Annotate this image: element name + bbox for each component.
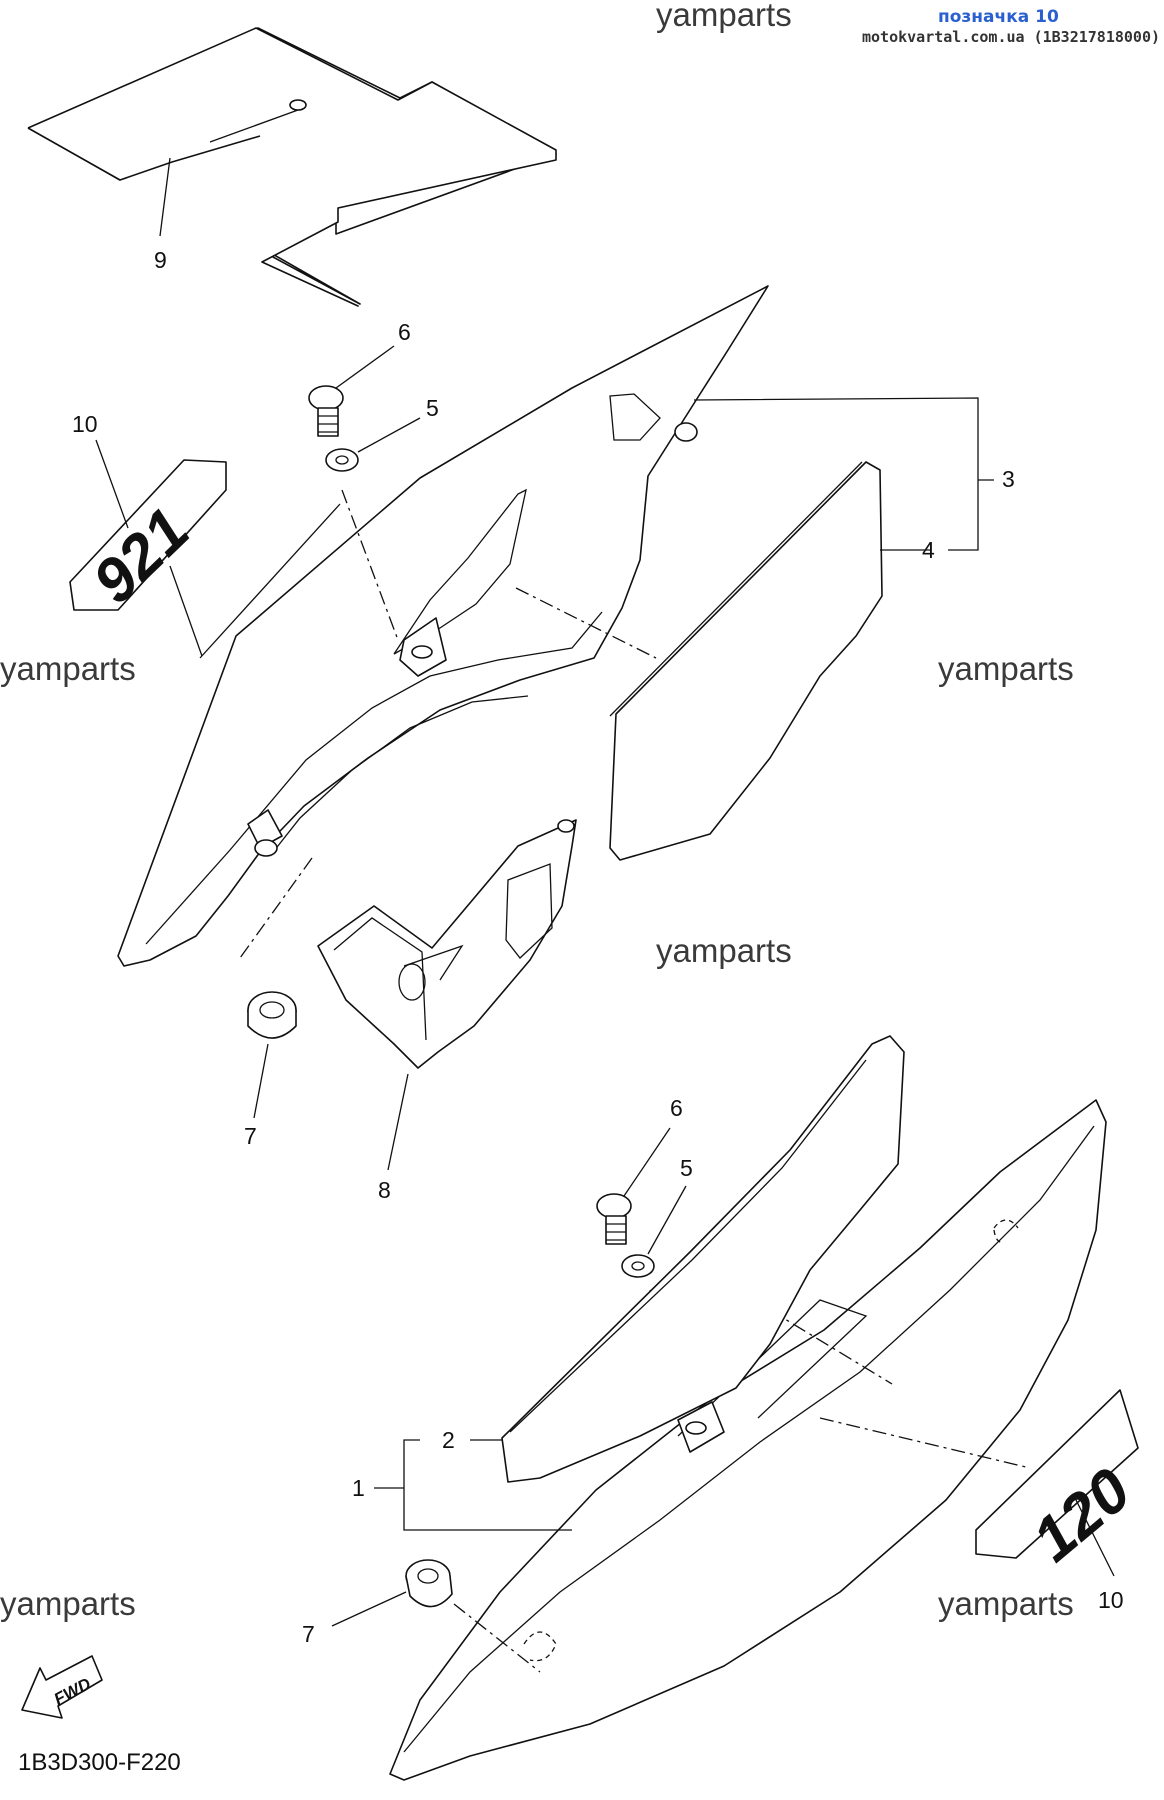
part-9-sheet bbox=[27, 27, 557, 307]
leader-5b bbox=[647, 1185, 687, 1255]
callout-2: 2 bbox=[442, 1427, 455, 1453]
callout-6a: 6 bbox=[398, 319, 411, 345]
leader-7b bbox=[331, 1591, 407, 1627]
callout-10a: 10 bbox=[72, 411, 98, 437]
callout-10b: 10 bbox=[1098, 1587, 1124, 1613]
bracket-3-4 bbox=[693, 397, 994, 551]
leader-8 bbox=[387, 1073, 409, 1171]
fwd-arrow-icon: FWD bbox=[21, 1655, 103, 1719]
part-2-panel bbox=[501, 1035, 905, 1483]
part-6-bolt-upper bbox=[308, 385, 344, 437]
watermark: yamparts bbox=[656, 0, 792, 33]
part-7-grommet-right bbox=[405, 1559, 453, 1608]
callout-8: 8 bbox=[378, 1177, 391, 1203]
leader-6a bbox=[335, 345, 395, 389]
ref-label: позначка 10 bbox=[938, 7, 1059, 27]
callout-5b: 5 bbox=[680, 1155, 693, 1181]
leader-7a bbox=[253, 1043, 269, 1119]
part-5-washer-upper bbox=[325, 448, 359, 472]
part-4-panel bbox=[609, 461, 883, 861]
part-8-bracket bbox=[317, 819, 577, 1069]
leader-10a bbox=[95, 439, 203, 657]
watermark: yamparts bbox=[938, 650, 1074, 687]
watermark: yamparts bbox=[0, 650, 136, 687]
watermark: yamparts bbox=[0, 1585, 136, 1622]
part-5-washer-lower bbox=[621, 1254, 655, 1278]
part-6-bolt-lower bbox=[596, 1193, 632, 1245]
part-7-grommet-left bbox=[247, 991, 297, 1039]
callout-3: 3 bbox=[1002, 466, 1015, 492]
callout-1: 1 bbox=[352, 1475, 365, 1501]
leader-10b bbox=[1073, 1495, 1115, 1577]
leader-6b bbox=[623, 1127, 671, 1197]
diagram-code: 1B3D300-F220 bbox=[18, 1749, 181, 1776]
callout-7a: 7 bbox=[244, 1123, 257, 1149]
leader-5a bbox=[357, 417, 421, 453]
site-code: motokvartal.com.ua (1B3217818000) bbox=[862, 28, 1160, 46]
bracket-1-2 bbox=[374, 1439, 572, 1531]
watermark: yamparts bbox=[656, 932, 792, 969]
watermark: yamparts bbox=[938, 1585, 1074, 1622]
part-3-left-cover bbox=[117, 285, 769, 967]
callout-4: 4 bbox=[922, 537, 935, 563]
callout-7b: 7 bbox=[302, 1621, 315, 1647]
callout-5a: 5 bbox=[426, 395, 439, 421]
callout-9: 9 bbox=[154, 247, 167, 273]
part-10-left-decal: 921 bbox=[69, 459, 227, 617]
callout-6b: 6 bbox=[670, 1095, 683, 1121]
